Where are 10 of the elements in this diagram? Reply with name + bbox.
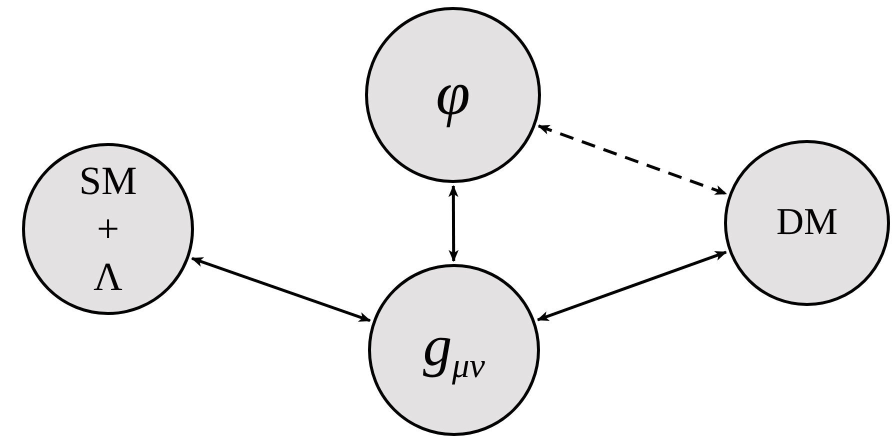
symbol-label: Λ bbox=[93, 256, 122, 298]
symbol-label: SM bbox=[79, 160, 137, 202]
arrow bbox=[448, 185, 459, 262]
arrow bbox=[538, 124, 728, 196]
symbol-label: φ bbox=[436, 62, 470, 128]
symbol-label: DM bbox=[776, 203, 838, 243]
symbol-label: g$_{μν}$ bbox=[423, 316, 485, 384]
symbol-label: + bbox=[96, 208, 120, 250]
arrow bbox=[536, 250, 728, 322]
arrow bbox=[191, 256, 371, 322]
